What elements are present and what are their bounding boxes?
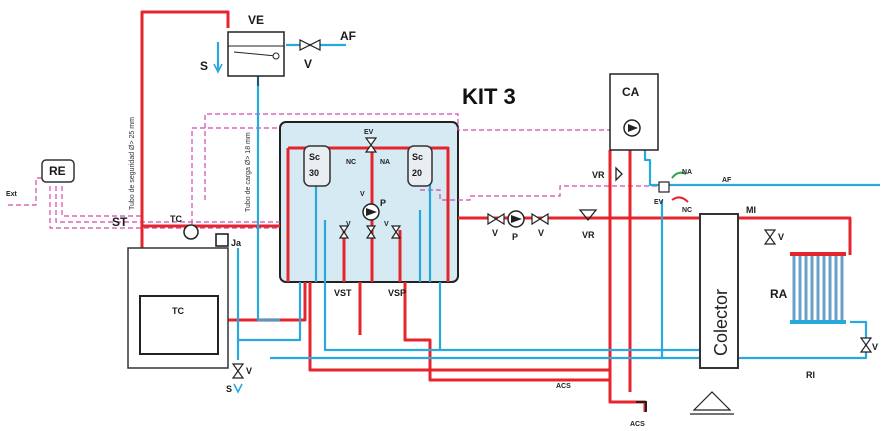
label-ri: RI	[806, 370, 815, 380]
label-v-pump-l: V	[492, 228, 498, 238]
label-vr-right: VR	[582, 230, 595, 240]
label-af-top: AF	[340, 29, 356, 43]
label-ca: CA	[622, 85, 640, 99]
label-vsp: VSP	[388, 288, 406, 298]
label-nc-kit: NC	[346, 159, 356, 166]
label-ve: VE	[248, 13, 264, 27]
label-v-top: V	[304, 57, 312, 71]
re-controller	[41, 159, 75, 183]
ev-valve-ca	[658, 181, 670, 193]
label-v-rad-bottom: V	[872, 342, 878, 352]
kit-pump	[362, 203, 380, 221]
label-tc-sensor: TC	[170, 214, 182, 224]
label-mi: MI	[746, 205, 756, 215]
label-acs-bottom: ACS	[630, 421, 645, 428]
label-s-top: S	[200, 59, 208, 73]
valves	[231, 39, 873, 379]
label-vr-ca: VR	[592, 170, 605, 180]
label-v-kit-a: V	[346, 221, 351, 228]
tc-sensor	[183, 224, 199, 240]
label-ev-ca: EV	[654, 199, 664, 206]
label-nc-ca: NC	[682, 207, 692, 214]
label-tubo-carga: Tubo de carga Ø> 18 mm	[245, 132, 252, 212]
hot-pipes	[140, 10, 852, 412]
radiator	[790, 252, 846, 324]
diagram-title: KIT 3	[462, 84, 516, 109]
boiler	[127, 233, 229, 369]
nc-arc	[671, 196, 689, 203]
label-sc20-a: Sc	[412, 152, 423, 162]
label-na-kit: NA	[380, 159, 390, 166]
label-p-pump: P	[512, 232, 518, 242]
exchanger-sc20	[407, 145, 433, 187]
tap-icon	[636, 401, 647, 412]
label-re: RE	[49, 164, 66, 178]
label-v-bottom: V	[246, 366, 252, 376]
check-valves	[578, 166, 623, 222]
label-af-right: AF	[722, 177, 732, 184]
circuit-pump	[507, 210, 525, 228]
label-sc20-b: 20	[412, 168, 422, 178]
s-arrow-top	[213, 63, 223, 74]
label-ja: Ja	[231, 238, 242, 248]
label-v-pump-r: V	[538, 228, 544, 238]
label-na-ca: NA	[682, 169, 692, 176]
label-sc30-b: 30	[309, 168, 319, 178]
na-arc	[671, 171, 687, 179]
label-st: ST	[112, 215, 128, 229]
label-ev-kit: EV	[364, 129, 374, 136]
label-v-kit-b: V	[360, 191, 365, 198]
exchanger-sc30	[303, 145, 331, 187]
label-vst: VST	[334, 288, 352, 298]
s-arrow-bottom	[233, 383, 243, 394]
label-tc-boiler: TC	[172, 306, 184, 316]
label-ra: RA	[770, 287, 788, 301]
drain-icon	[690, 391, 734, 415]
label-s-bottom: S	[226, 384, 232, 394]
label-tubo-seguridad: Tubo de seguridad Ø> 25 mm	[129, 117, 136, 210]
label-acs-mid: ACS	[556, 383, 571, 390]
expansion-vessel	[227, 31, 285, 86]
kit-box	[279, 121, 459, 283]
label-p-kit: P	[380, 198, 386, 208]
label-colector: Colector	[711, 289, 731, 356]
label-v-kit-c: V	[384, 221, 389, 228]
label-sc30-a: Sc	[309, 152, 320, 162]
gas-boiler	[609, 73, 659, 151]
label-ext: Ext	[6, 191, 18, 198]
label-v-rad-top: V	[778, 232, 784, 242]
collector	[699, 213, 739, 369]
